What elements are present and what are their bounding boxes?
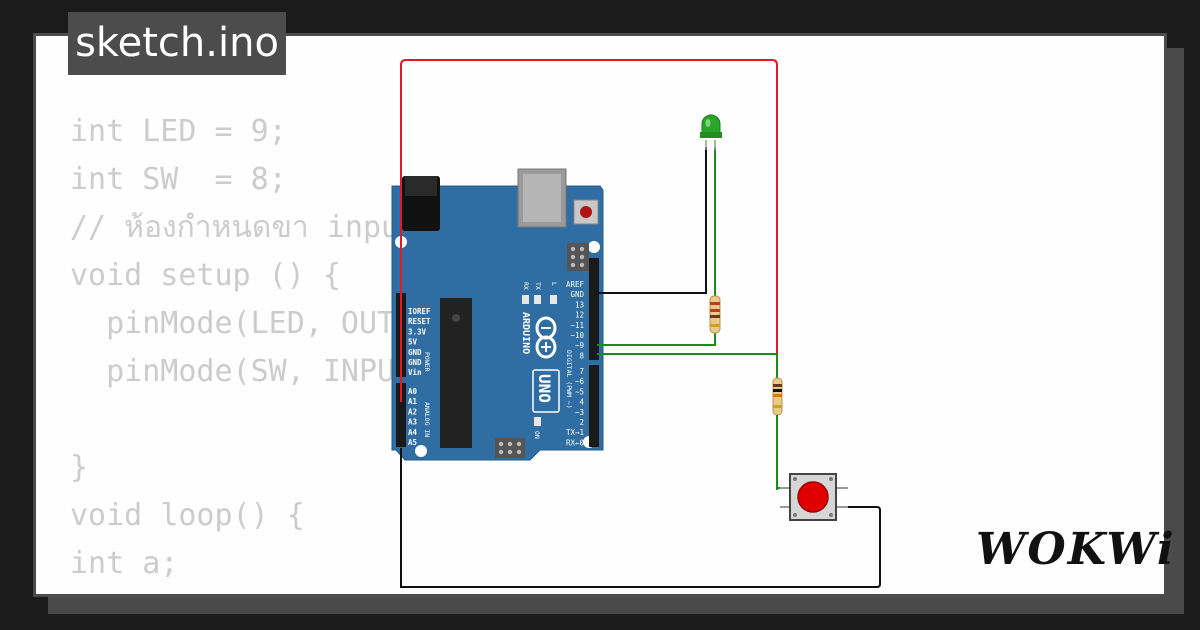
board-pin-label: RESET	[408, 317, 431, 326]
wire-5v-red	[400, 59, 778, 402]
wire-pin8-button	[597, 353, 790, 489]
board-pin-label: A3	[408, 418, 418, 427]
uno-wordmark: UNO	[535, 374, 554, 403]
resistor-led[interactable]	[709, 295, 721, 334]
code-line: int LED = 9;	[70, 114, 287, 149]
board-pin-label: ~9	[575, 341, 584, 350]
analog-label: ANALOG IN	[423, 402, 431, 437]
board-pin-label: A5	[408, 438, 417, 447]
l-led	[550, 295, 557, 304]
board-pin-label: A0	[408, 387, 418, 396]
board-pin-label: A1	[408, 397, 418, 406]
board-pin-label: 13	[575, 300, 584, 309]
board-pin-label: ~3	[575, 408, 584, 417]
board-pin-label: ~10	[570, 331, 584, 340]
code-line: // ห้องกำหนดขา input	[70, 210, 418, 245]
board-pin-label: 4	[579, 398, 584, 407]
board-pin-label: ~5	[575, 387, 584, 396]
board-pin-label: 2	[579, 418, 584, 427]
tx-led	[534, 295, 541, 304]
code-line: void loop() {	[70, 498, 305, 533]
atmega-chip	[440, 298, 472, 448]
on-led	[534, 417, 541, 426]
board-pin-label: IOREF	[408, 307, 431, 316]
board-pin-label: ~11	[570, 321, 584, 330]
mounting-hole	[588, 241, 600, 253]
sketch-filename-tab[interactable]: sketch.ino	[68, 12, 286, 75]
board-pin-label: A2	[408, 407, 417, 416]
board-pin-label: 8	[579, 351, 584, 360]
digital-header-bottom	[589, 365, 599, 447]
board-pin-label: 3.3V	[408, 327, 427, 336]
code-line: int a;	[70, 546, 179, 581]
resistor-button[interactable]	[772, 377, 783, 490]
l-label: L	[550, 282, 558, 286]
mounting-hole	[415, 445, 427, 457]
board-pin-label: TX→1	[566, 428, 584, 437]
board-pin-label: GND	[570, 290, 584, 299]
power-label: POWER	[423, 352, 431, 372]
code-line: void setup () {	[70, 258, 341, 293]
arduino-wordmark: ARDUINO	[520, 312, 531, 354]
board-pin-label: 5V	[408, 338, 418, 347]
board-pin-label: 7	[579, 367, 584, 376]
board-pin-label: GND	[408, 348, 422, 357]
rx-led	[522, 295, 529, 304]
board-pin-label: RX←0	[566, 438, 585, 447]
wire-gnd-led	[597, 147, 707, 294]
arduino-logo-icon	[535, 316, 557, 359]
board-pin-label: ~6	[575, 377, 585, 386]
push-button[interactable]	[780, 473, 848, 521]
wokwi-logo: WOKWi	[976, 524, 1176, 575]
icsp-header	[567, 243, 589, 271]
board-pin-label: Vin	[408, 368, 422, 377]
green-led[interactable]	[700, 114, 722, 150]
tx-label: TX	[534, 282, 542, 290]
board-pin-label: 12	[575, 311, 584, 320]
board-pin-label: A4	[408, 428, 418, 437]
board-pin-label: AREF	[566, 280, 585, 289]
arduino-uno-board[interactable]: AREFGND1312~11~10~987~6~54~32TX→1RX←0IOR…	[391, 168, 604, 461]
wire-gnd-button	[400, 448, 881, 588]
icsp-header-bottom	[495, 438, 525, 458]
digital-label: DIGITAL (PWM ~)	[565, 350, 573, 409]
code-line: }	[70, 450, 89, 485]
analog-header	[396, 383, 406, 447]
board-pin-label: GND	[408, 358, 422, 367]
on-label: ON	[533, 431, 541, 439]
rx-label: RX	[522, 282, 530, 290]
wire-pin9-resistor	[597, 333, 716, 346]
code-line: int SW = 8;	[70, 162, 287, 197]
digital-header-top	[589, 258, 599, 360]
